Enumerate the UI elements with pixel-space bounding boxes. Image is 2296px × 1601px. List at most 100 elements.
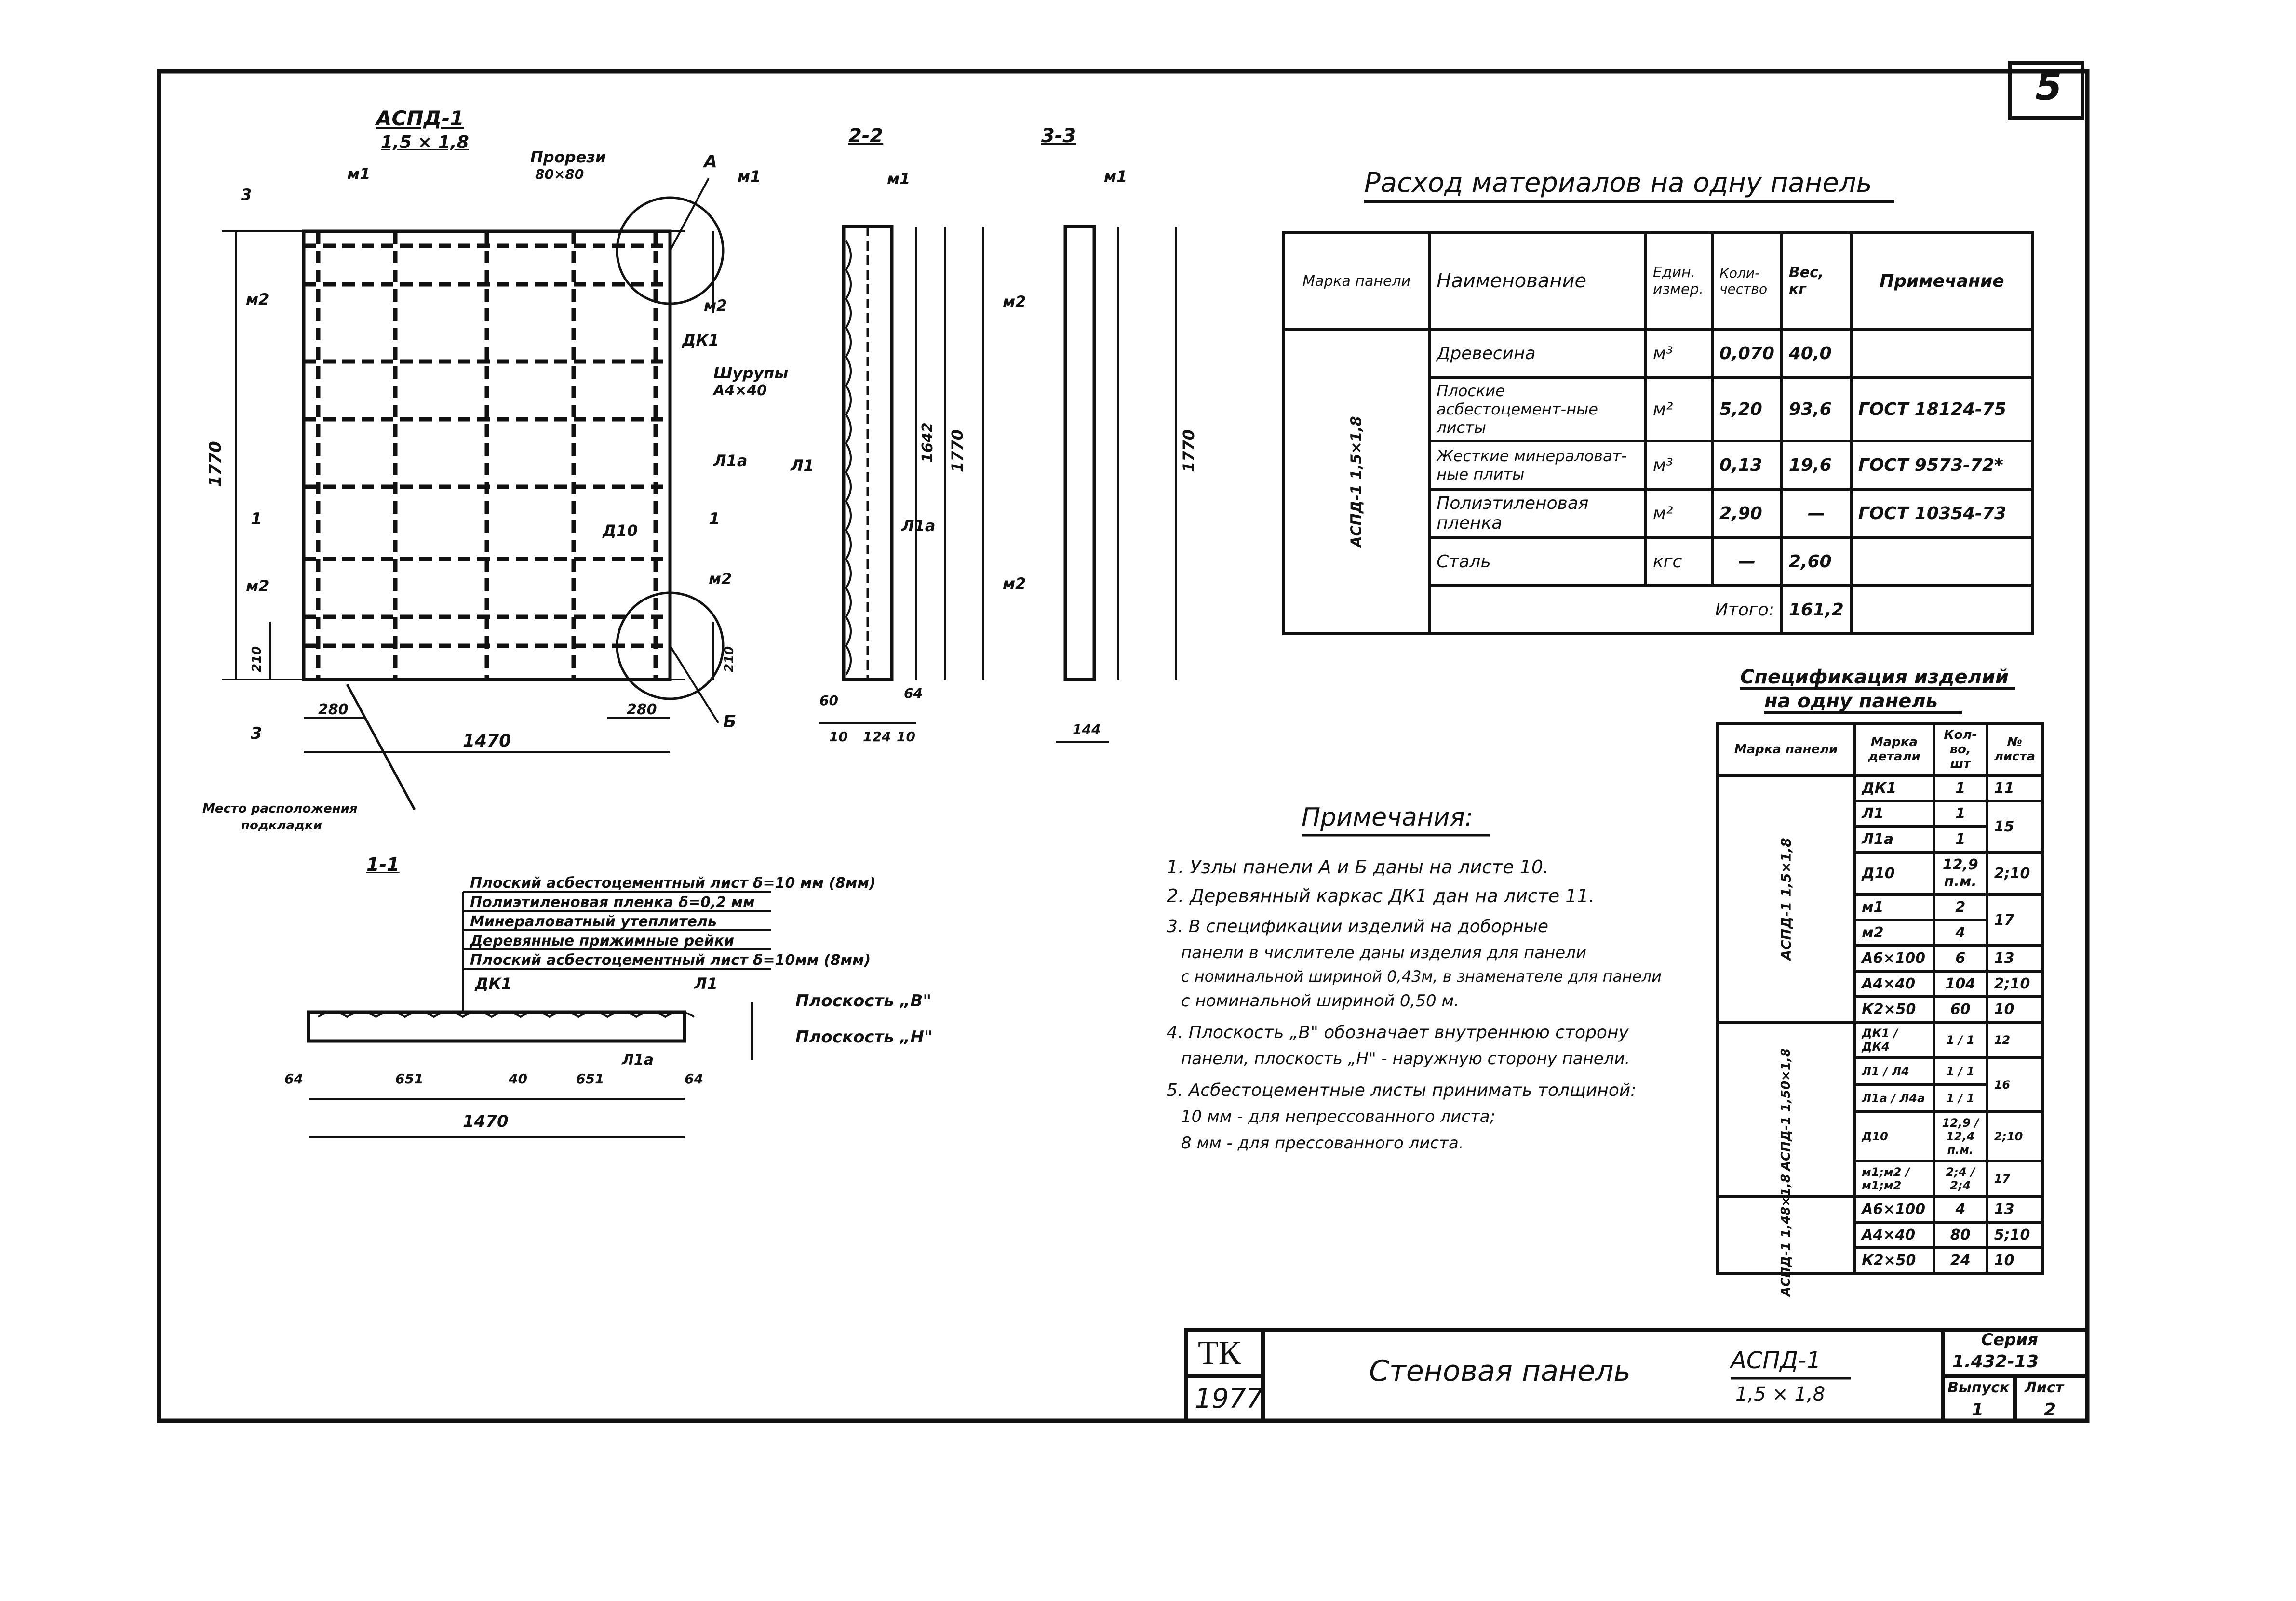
- materials-title: Расход материалов на одну панель: [1364, 167, 1872, 199]
- mat-row-1-unit: м²: [1644, 376, 1714, 442]
- spec-sheet-8: 10: [1985, 995, 2044, 1024]
- section-dim-1: 651: [395, 1071, 424, 1087]
- mat-row-4-unit: кгс: [1644, 536, 1714, 587]
- mat-row-1-weight: 93,6: [1780, 376, 1853, 442]
- spec-part-13: м1;м2 / м1;м2: [1853, 1160, 1935, 1198]
- spec-part-11: Л1а / Л4а: [1853, 1083, 1935, 1113]
- section-2-2-title: 2-2: [848, 125, 884, 147]
- section-dim-4: 64: [685, 1071, 703, 1087]
- mat-total-label: Итого:: [1428, 584, 1783, 635]
- front-dimensions: [222, 230, 714, 753]
- spec-table: Марка панели Марка детали Кол-во, шт № л…: [1716, 722, 2044, 1296]
- mat-header-weight: Вес, кг: [1780, 231, 1853, 331]
- spec-part-14: А6×100: [1853, 1195, 1935, 1224]
- spec-header-panel: Марка панели: [1716, 722, 1856, 777]
- dim-1642: 1642: [919, 422, 936, 463]
- section-arrow-3-top: 3: [241, 186, 252, 204]
- spec-part-15: А4×40: [1853, 1221, 1935, 1249]
- dim-60-s22: 60: [819, 693, 838, 708]
- spec-qty-9: 1 / 1: [1932, 1021, 1988, 1059]
- spec-part-2: Л1а: [1853, 825, 1935, 854]
- note-5b: 10 мм - для непрессованного листа;: [1181, 1107, 1496, 1126]
- spec-part-0: ДК1: [1853, 774, 1935, 802]
- note-5: 5. Асбестоцементные листы принимать толщ…: [1167, 1081, 1637, 1100]
- spec-title-1: Спецификация изделий: [1740, 666, 2009, 688]
- spec-sheet-4: 17: [1985, 893, 2044, 947]
- spec-qty-5: 4: [1932, 919, 1988, 947]
- dim-280-right: 280: [627, 701, 657, 718]
- spec-qty-0: 1: [1932, 774, 1988, 802]
- spec-sheet-3: 2;10: [1985, 851, 2044, 896]
- l1-label-s11: Л1: [694, 974, 718, 993]
- mat-row-0-qty: 0,070: [1711, 328, 1783, 379]
- spec-sheet-10: 16: [1985, 1056, 2044, 1113]
- node-a-label: А: [704, 152, 717, 172]
- d10-label: Д10: [603, 521, 638, 540]
- dim-210-left: 210: [250, 646, 264, 672]
- dk1-label-s11: ДК1: [475, 974, 512, 993]
- spec-header-sheet: № листа: [1985, 722, 2044, 777]
- mat-row-2-unit: м³: [1644, 440, 1714, 491]
- title-block-series: 1.432-13: [1952, 1352, 2039, 1372]
- m1-label-left: м1: [347, 165, 371, 183]
- mat-total-value: 161,2: [1780, 584, 1853, 635]
- spec-qty-4: 2: [1932, 893, 1988, 921]
- mat-row-1-name: Плоские асбестоцемент-ные листы: [1428, 376, 1647, 442]
- m2-label-bottomleft: м2: [246, 577, 269, 595]
- mat-header-name: Наименование: [1428, 231, 1647, 331]
- mat-row-2-note: ГОСТ 9573-72*: [1849, 440, 2035, 491]
- spec-part-6: А6×100: [1853, 944, 1935, 973]
- pad-note-line1: Место расположения: [202, 801, 358, 816]
- dim-1770-s33: 1770: [1180, 429, 1198, 472]
- section-dim-0: 64: [284, 1071, 303, 1087]
- mat-row-3-qty: 2,90: [1711, 488, 1783, 539]
- note-1: 1. Узлы панели А и Б даны на листе 10.: [1167, 856, 1549, 878]
- spec-qty-2: 1: [1932, 825, 1988, 854]
- sheet-frame: [157, 69, 2090, 1423]
- mat-row-2-name: Жесткие минераловат-ные плиты: [1428, 440, 1647, 491]
- section-3-3-title: 3-3: [1041, 125, 1076, 147]
- spec-sheet-6: 13: [1985, 944, 2044, 973]
- m1-label-right: м1: [738, 167, 761, 186]
- layer-4: Деревянные прижимные рейки: [470, 933, 734, 949]
- screws-label: Шурупы: [713, 364, 789, 382]
- l1-label-s22: Л1: [791, 456, 814, 475]
- dim-10-b: 10: [897, 729, 915, 745]
- spec-header-part: Марка детали: [1853, 722, 1935, 777]
- layer-2: Полиэтиленовая пленка δ=0,2 мм: [470, 894, 755, 911]
- spec-sheet-12: 2;10: [1985, 1110, 2044, 1162]
- plane-b-label: Плоскость „В": [795, 991, 932, 1011]
- spec-part-3: Д10: [1853, 851, 1935, 896]
- sheet-corner-box: [2008, 61, 2084, 120]
- spec-qty-16: 24: [1932, 1246, 1988, 1275]
- mat-panel-mark-cell: АСПД-1 1,5×1,8: [1282, 328, 1431, 635]
- spec-part-12: Д10: [1853, 1110, 1935, 1162]
- section-3-3: [982, 225, 1177, 743]
- title-block-mark: АСПД-1: [1731, 1347, 1821, 1374]
- sheet-corner-number: 5: [2035, 64, 2062, 109]
- spec-qty-15: 80: [1932, 1221, 1988, 1249]
- spec-sheet-0: 11: [1985, 774, 2044, 802]
- section-arrow-1-left: 1: [251, 509, 262, 529]
- spec-title-2: на одну панель: [1764, 690, 1938, 712]
- section-arrow-3-bottom: 3: [251, 724, 262, 743]
- spec-group-3: АСПД-1 1,48×1,8: [1779, 1174, 1794, 1296]
- mat-row-0-name: Древесина: [1428, 328, 1647, 379]
- spec-sheet-9: 12: [1985, 1021, 2044, 1059]
- title-block-org: ТК: [1198, 1334, 1241, 1372]
- spec-part-1: Л1: [1853, 800, 1935, 828]
- m1-label-s22: м1: [887, 170, 911, 188]
- spec-part-4: м1: [1853, 893, 1935, 921]
- title-block-sheet: 2: [2044, 1400, 2056, 1420]
- title-block-sheet-label: Лист: [2025, 1379, 2064, 1396]
- title-block-issue: 1: [1972, 1400, 1984, 1420]
- spec-qty-12: 12,9 / 12,4 п.м.: [1932, 1110, 1988, 1162]
- mat-row-0-weight: 40,0: [1780, 328, 1853, 379]
- plane-h-label: Плоскость „Н": [795, 1027, 933, 1047]
- mat-row-3-unit: м²: [1644, 488, 1714, 539]
- dim-1770-front: 1770: [206, 441, 225, 487]
- section-arrow-1-right: 1: [709, 509, 720, 529]
- mat-row-0-unit: м³: [1644, 328, 1714, 379]
- mat-panel-mark: АСПД-1 1,5×1,8: [1348, 415, 1365, 547]
